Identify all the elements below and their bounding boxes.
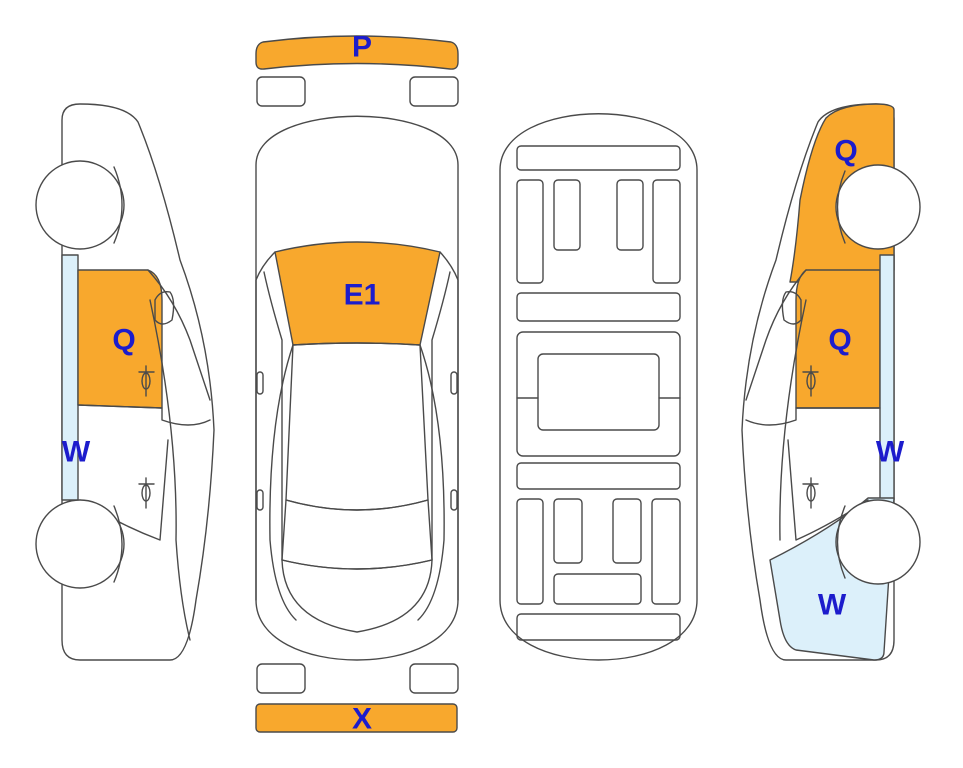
top-right-pillar [439,251,459,601]
right-front-door-handle [802,365,819,397]
trunk-lid [281,559,433,633]
top-left-mirror [256,371,264,395]
right-front-wheel [835,164,921,250]
left-front-wheel-hub [113,166,123,244]
underbody-outline [499,113,698,661]
car-right-side-view [741,103,921,661]
right-rear-wheel [835,499,921,585]
top-right-mirror [450,371,458,395]
left-front-wheel [35,160,125,250]
label-right-front-fender: Q [834,135,857,168]
right-window-frame [745,269,807,401]
car-top-view [255,115,459,661]
underbody-right-rail-front [652,179,681,284]
top-left-pillar [255,251,276,601]
label-rear-bumper: X [352,703,372,736]
front-left-headlight [256,76,306,107]
damage-labels: P X E1 Q W Q Q W W [62,31,905,736]
top-view-body [255,115,459,661]
left-rear-wheel-hub [113,505,123,583]
top-left-door-handle [256,489,264,511]
left-door-line-rear [77,404,211,426]
left-rear-door-handle [138,477,155,509]
front-bumper-group [255,35,459,107]
underbody-cell-d [612,498,642,564]
underbody-cell-e [553,573,642,605]
rear-right-taillight [409,663,459,694]
rear-bumper-group [255,663,459,733]
underbody-cell-b [616,179,644,251]
label-right-rear-quarter: W [818,589,847,622]
right-front-wheel-hub [836,170,846,244]
car-underbody-view [499,113,698,661]
underbody-left-rail-front [516,179,544,284]
underbody-left-rail-rear [516,498,544,605]
left-front-door-handle [138,365,155,397]
underbody-front-bar [516,145,681,171]
top-left-body-crease [263,271,283,561]
rear-bumper-panel[interactable] [255,703,458,733]
car-left-side-view [35,103,215,661]
right-door-line-rear [745,407,881,426]
right-rear-door-handle [802,477,819,509]
left-rear-wheel [35,499,125,589]
front-bumper-panel[interactable] [255,35,459,70]
right-mirror [781,290,802,325]
underbody-cell-a [553,179,581,251]
label-right-front-door: Q [828,324,851,357]
top-right-door-handle [450,489,458,511]
underbody-cell-c [553,498,583,564]
rear-left-taillight [256,663,306,694]
left-mirror [154,290,175,325]
right-rear-wheel-hub [836,505,846,579]
label-left-rocker: W [62,436,91,469]
top-right-body-crease [431,271,451,561]
underbody-mid-frame [516,331,681,457]
underbody-center-box [537,353,660,431]
label-left-front-door: Q [112,324,135,357]
label-hood: E1 [344,279,381,312]
front-right-headlight [409,76,459,107]
underbody-mid-bar-1 [516,292,681,322]
underbody-mid-bar-2 [516,462,681,490]
underbody-right-rail-rear [651,498,681,605]
right-body-crease [779,299,807,541]
label-front-bumper: P [352,31,372,64]
left-body-crease [149,299,191,641]
underbody-rear-bar [516,613,681,641]
label-right-rocker: W [876,436,905,469]
